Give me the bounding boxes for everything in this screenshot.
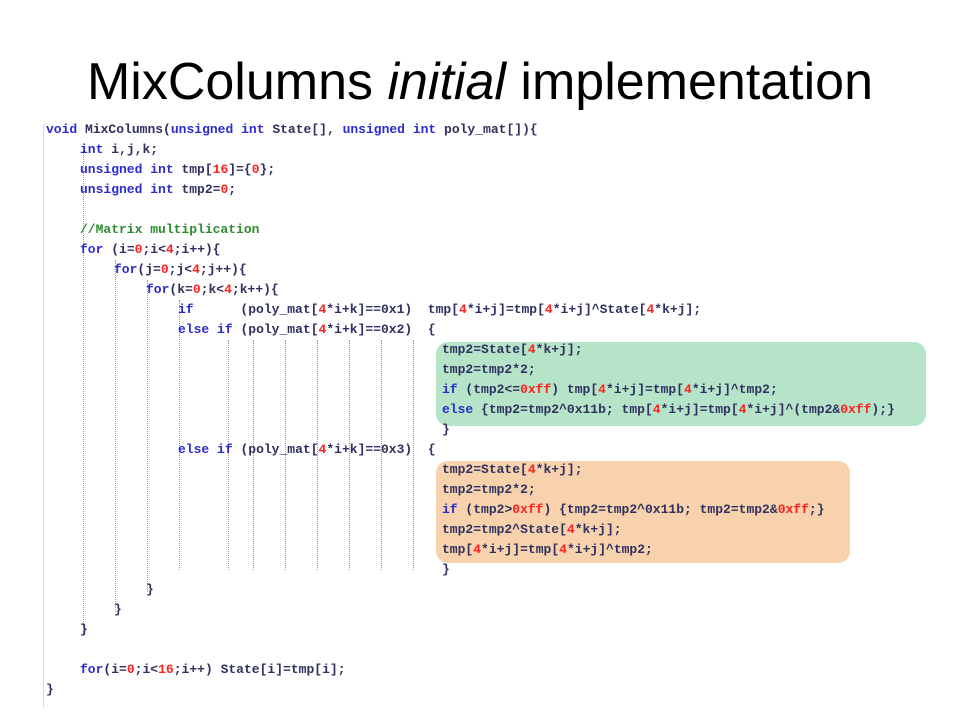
code-line: else if (poly_mat[4*i+k]==0x2) {: [178, 322, 436, 337]
code-line: }: [114, 602, 122, 617]
code-line: }: [46, 682, 54, 697]
code-line: else {tmp2=tmp2^0x11b; tmp[4*i+j]=tmp[4*…: [442, 402, 895, 417]
indent-guide: [147, 280, 148, 592]
code-line: else if (poly_mat[4*i+k]==0x3) {: [178, 442, 436, 457]
title-italic-word: initial: [387, 53, 506, 111]
indent-guide: [413, 340, 414, 570]
code-line: //Matrix multiplication: [80, 222, 260, 237]
highlight-case-0x2: [436, 342, 926, 426]
indent-guide: [381, 340, 382, 570]
code-line: if (tmp2>0xff) {tmp2=tmp2^0x11b; tmp2=tm…: [442, 502, 825, 517]
code-line: for(k=0;k<4;k++){: [146, 282, 279, 297]
code-line: unsigned int tmp[16]={0};: [80, 162, 276, 177]
editor-gutter: [43, 124, 44, 708]
code-line: int i,j,k;: [80, 142, 159, 157]
code-line: }: [80, 622, 88, 637]
code-line: }: [442, 562, 450, 577]
code-line: for(i=0;i<16;i++) State[i]=tmp[i];: [80, 662, 346, 677]
code-line: void MixColumns(unsigned int State[], un…: [46, 122, 538, 137]
code-line: tmp[4*i+j]=tmp[4*i+j]^tmp2;: [442, 542, 653, 557]
indent-guide: [115, 260, 116, 612]
code-line: for (i=0;i<4;i++){: [80, 242, 221, 257]
code-line: tmp2=State[4*k+j];: [442, 462, 583, 477]
code-line: unsigned int tmp2=0;: [80, 182, 237, 197]
indent-guide: [349, 340, 350, 570]
indent-guide: [83, 150, 84, 634]
title-text-suffix: implementation: [505, 53, 874, 111]
code-line: if (tmp2<=0xff) tmp[4*i+j]=tmp[4*i+j]^tm…: [442, 382, 778, 397]
title-text: MixColumns: [86, 53, 388, 111]
code-listing: void MixColumns(unsigned int State[], un…: [40, 118, 940, 718]
highlight-case-0x3: [436, 461, 850, 563]
code-line: }: [146, 582, 154, 597]
code-line: if (poly_mat[4*i+k]==0x1) tmp[4*i+j]=tmp…: [178, 302, 702, 317]
code-line: for(j=0;j<4;j++){: [114, 262, 247, 277]
code-line: tmp2=State[4*k+j];: [442, 342, 583, 357]
indent-guide: [317, 340, 318, 570]
indent-guide: [228, 340, 229, 570]
slide-title: MixColumns initial implementation: [0, 44, 960, 120]
code-line: tmp2=tmp2*2;: [442, 362, 536, 377]
code-line: tmp2=tmp2^State[4*k+j];: [442, 522, 622, 537]
indent-guide: [285, 340, 286, 570]
indent-guide: [179, 300, 180, 570]
code-line: tmp2=tmp2*2;: [442, 482, 536, 497]
code-line: }: [442, 422, 450, 437]
indent-guide: [253, 340, 254, 570]
